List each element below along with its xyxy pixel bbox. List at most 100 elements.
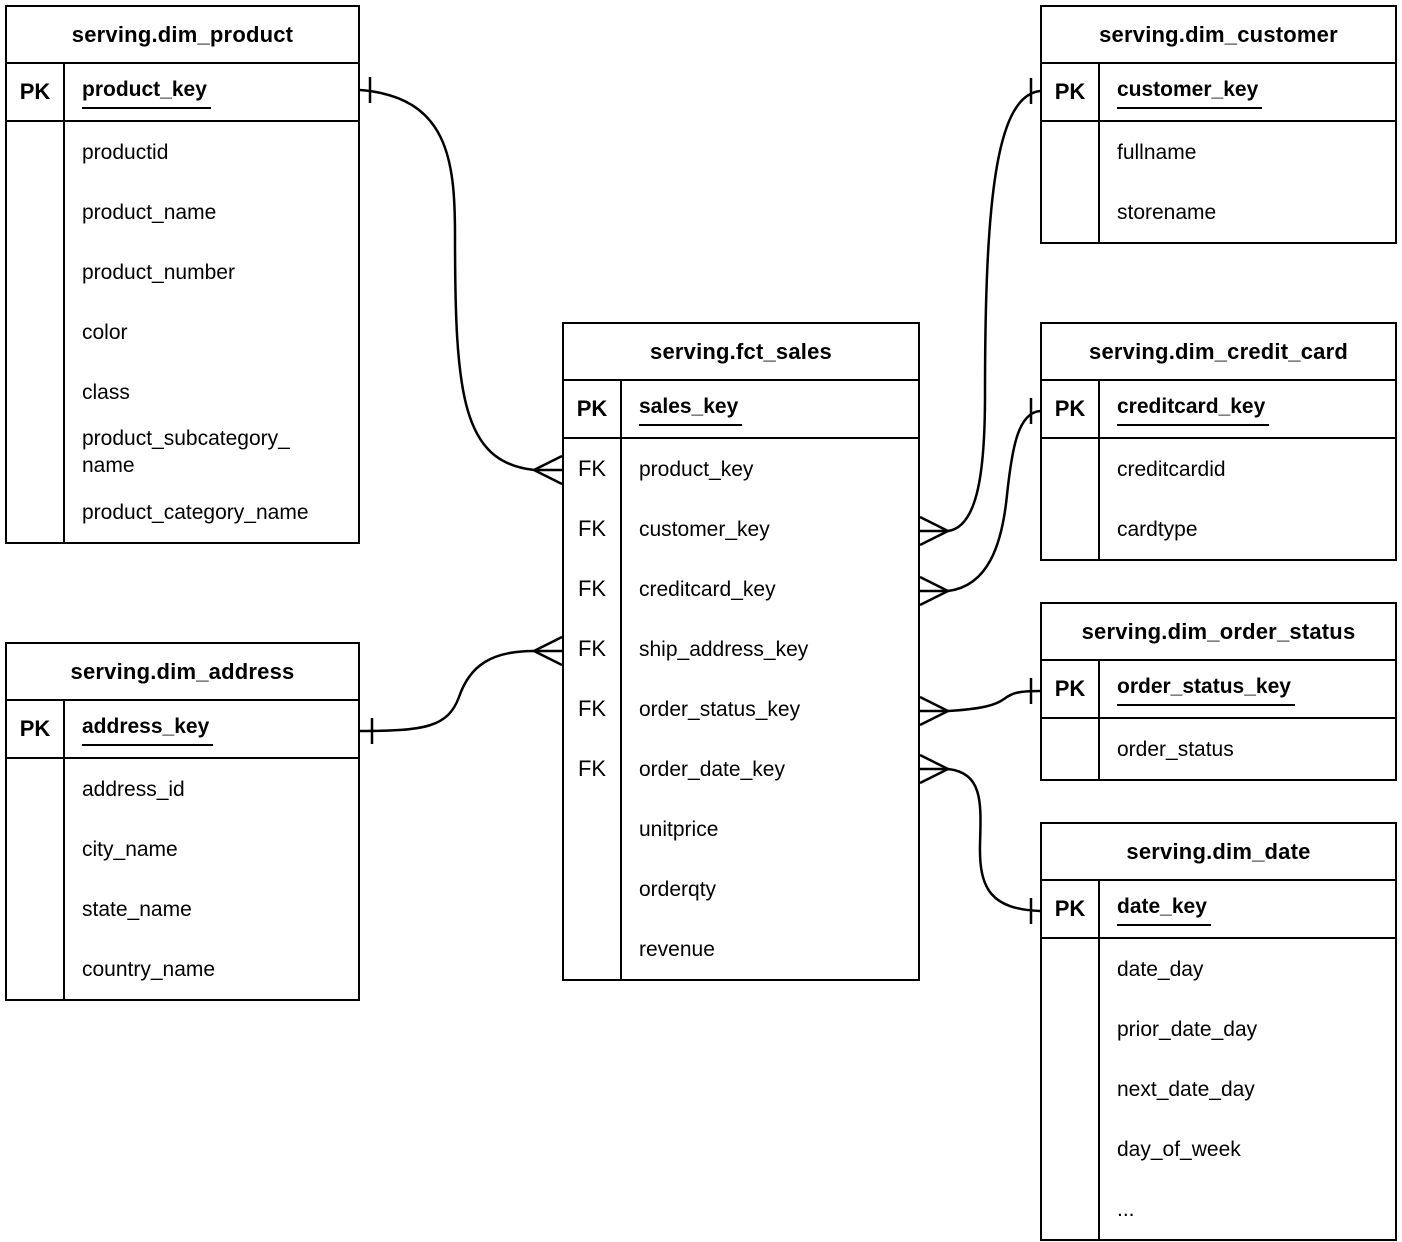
- crows-foot-prong: [919, 589, 949, 607]
- attribute-name: unitprice: [639, 817, 719, 841]
- empty-tag-cell: [564, 919, 622, 979]
- attribute-name: product_name: [82, 200, 217, 224]
- pk-row: PK date_key: [1042, 881, 1395, 939]
- empty-tag-cell: [7, 302, 65, 362]
- attribute-name: date_day: [1117, 957, 1204, 981]
- entity-body: order_status: [1042, 719, 1395, 779]
- attribute-name: day_of_week: [1117, 1137, 1241, 1161]
- attribute-row: orderqty: [564, 859, 918, 919]
- pk-tag: PK: [7, 64, 65, 120]
- attribute-name: order_date_key: [639, 757, 785, 781]
- pk-row: PK product_key: [7, 64, 358, 122]
- empty-tag-cell: [7, 362, 65, 422]
- attribute-name: productid: [82, 140, 169, 164]
- attribute-row: FK product_key: [564, 439, 918, 499]
- pk-row: PK address_key: [7, 701, 358, 759]
- pk-name-cell: order_status_key: [1100, 661, 1395, 717]
- empty-tag-cell: [7, 482, 65, 542]
- pk-tag: PK: [7, 701, 65, 757]
- pk-row: PK sales_key: [564, 381, 918, 439]
- pk-name-cell: date_key: [1100, 881, 1395, 937]
- attribute-name: creditcard_key: [639, 577, 776, 601]
- relationship-fct-sales-to-dim-order-status: [919, 678, 1041, 727]
- attribute-row: date_day: [1042, 939, 1395, 999]
- attribute-row: ...: [1042, 1179, 1395, 1239]
- pk-row: PK creditcard_key: [1042, 381, 1395, 439]
- attribute-name: country_name: [82, 957, 216, 981]
- attribute-row: storename: [1042, 182, 1395, 242]
- attribute-name: creditcardid: [1117, 457, 1226, 481]
- entity-title: serving.fct_sales: [564, 324, 918, 381]
- pk-name-cell: creditcard_key: [1100, 381, 1395, 437]
- relationship-fct-sales-to-dim-customer: [919, 78, 1041, 547]
- empty-tag-cell: [564, 799, 622, 859]
- fk-tag: FK: [564, 739, 622, 799]
- empty-tag-cell: [1042, 122, 1100, 182]
- entity-dim-credit-card: serving.dim_credit_card PK creditcard_ke…: [1040, 322, 1397, 561]
- crows-foot-prong: [533, 468, 563, 486]
- empty-tag-cell: [1042, 1179, 1100, 1239]
- pk-name-cell: customer_key: [1100, 64, 1395, 120]
- empty-tag-cell: [1042, 999, 1100, 1059]
- entity-title: serving.dim_date: [1042, 824, 1395, 881]
- crows-foot-prong: [919, 767, 949, 785]
- relationship-fct-sales-to-dim-date: [919, 753, 1041, 924]
- pk-tag: PK: [1042, 64, 1100, 120]
- relationship-line: [920, 89, 1041, 533]
- entity-dim-order-status: serving.dim_order_status PK order_status…: [1040, 602, 1397, 781]
- pk-tag: PK: [564, 381, 622, 437]
- empty-tag-cell: [7, 422, 65, 482]
- empty-tag-cell: [1042, 1059, 1100, 1119]
- attribute-row: prior_date_day: [1042, 999, 1395, 1059]
- pk-tag: PK: [1042, 661, 1100, 717]
- empty-tag-cell: [1042, 439, 1100, 499]
- entity-title: serving.dim_order_status: [1042, 604, 1395, 661]
- pk-name: date_key: [1117, 893, 1211, 926]
- attribute-row: cardtype: [1042, 499, 1395, 559]
- crows-foot-prong: [919, 753, 949, 771]
- attribute-row: next_date_day: [1042, 1059, 1395, 1119]
- relationship-line: [920, 689, 1041, 713]
- fk-tag: FK: [564, 559, 622, 619]
- attribute-row: revenue: [564, 919, 918, 979]
- attribute-name: product_category_name: [82, 500, 309, 524]
- relationship-line: [920, 767, 1041, 913]
- attribute-name: ...: [1117, 1197, 1135, 1221]
- crows-foot-prong: [533, 454, 563, 472]
- relationship-line: [359, 649, 562, 733]
- pk-name: creditcard_key: [1117, 393, 1270, 426]
- empty-tag-cell: [1042, 499, 1100, 559]
- attribute-name: product_key: [639, 457, 754, 481]
- empty-tag-cell: [7, 122, 65, 182]
- attribute-name: address_id: [82, 777, 185, 801]
- empty-tag-cell: [7, 759, 65, 819]
- attribute-row: creditcardid: [1042, 439, 1395, 499]
- entity-dim-product: serving.dim_product PK product_key produ…: [5, 5, 360, 544]
- attribute-name: revenue: [639, 937, 715, 961]
- attribute-name: color: [82, 320, 128, 344]
- empty-tag-cell: [1042, 719, 1100, 779]
- attribute-row: FK order_date_key: [564, 739, 918, 799]
- fk-tag: FK: [564, 439, 622, 499]
- empty-tag-cell: [7, 819, 65, 879]
- fk-tag: FK: [564, 499, 622, 559]
- attribute-row: country_name: [7, 939, 358, 999]
- crows-foot-prong: [919, 575, 949, 593]
- empty-tag-cell: [1042, 182, 1100, 242]
- empty-tag-cell: [1042, 1119, 1100, 1179]
- pk-name-cell: product_key: [65, 64, 358, 120]
- attribute-name: class: [82, 380, 130, 404]
- crows-foot-prong: [919, 529, 949, 547]
- attribute-name: storename: [1117, 200, 1217, 224]
- pk-name: product_key: [82, 76, 211, 109]
- attribute-name: next_date_day: [1117, 1077, 1255, 1101]
- entity-dim-customer: serving.dim_customer PK customer_key ful…: [1040, 5, 1397, 244]
- attribute-row: day_of_week: [1042, 1119, 1395, 1179]
- attribute-row: city_name: [7, 819, 358, 879]
